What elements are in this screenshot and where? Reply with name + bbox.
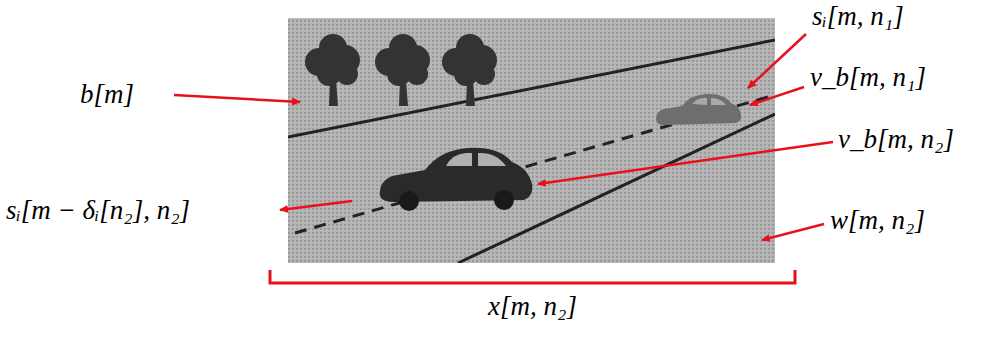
road-edge <box>288 40 775 137</box>
signal-label: sᵢ[m, n₁] <box>812 2 904 32</box>
vehicle-label: v_b[m, n₂] <box>838 125 954 155</box>
leader-arrows <box>174 34 833 240</box>
background-label: b[m] <box>80 80 134 110</box>
far-car <box>656 94 741 125</box>
vehicle-label: v_b[m, n₁] <box>810 63 926 93</box>
span-bracket <box>270 270 795 283</box>
signal-label: sᵢ[m − δᵢ[n₂], n₂] <box>6 196 190 226</box>
noise-label: w[m, n₂] <box>830 206 925 236</box>
background-image <box>288 18 775 263</box>
trees <box>305 34 497 106</box>
frame-label: x[m, n₂] <box>488 292 577 322</box>
near-car <box>380 148 533 211</box>
